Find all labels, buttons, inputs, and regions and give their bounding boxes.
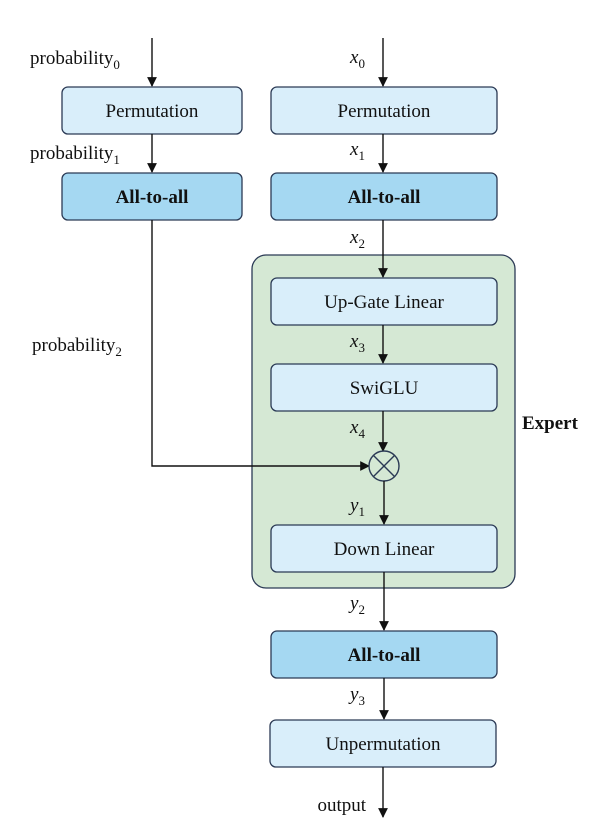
var-y1: y1 (348, 495, 365, 519)
circle-times-icon (368, 450, 400, 482)
var-y2: y2 (348, 593, 365, 617)
arrow-probability-2 (151, 220, 370, 471)
left-permutation-label: Permutation (106, 101, 199, 122)
expert-label: Expert (522, 413, 579, 434)
var-x0: x0 (349, 47, 365, 71)
right-permutation-box (270, 86, 498, 135)
var-x3: x3 (349, 331, 365, 355)
right-permutation-label: Permutation (338, 101, 431, 122)
up-gate-linear-box (270, 277, 498, 326)
swiglu-label: SwiGLU (350, 378, 419, 399)
output-label: output (317, 795, 366, 816)
var-x1: x1 (349, 139, 365, 163)
down-linear-label: Down Linear (334, 539, 435, 560)
right-all-to-all-label-1: All-to-all (348, 187, 421, 208)
var-x4: x4 (349, 417, 365, 441)
var-x2: x2 (349, 227, 365, 251)
swiglu-box (270, 363, 498, 412)
probability-2-label: probability2 (32, 335, 122, 359)
unpermutation-label: Unpermutation (325, 734, 441, 755)
right-all-to-all-box-1 (270, 172, 498, 221)
var-y3: y3 (348, 684, 365, 708)
right-all-to-all-label-2: All-to-all (348, 645, 421, 666)
left-all-to-all-label: All-to-all (116, 187, 189, 208)
probability-1-label: probability1 (30, 143, 120, 167)
up-gate-linear-label: Up-Gate Linear (324, 292, 444, 313)
probability-0-label: probability0 (30, 48, 120, 72)
